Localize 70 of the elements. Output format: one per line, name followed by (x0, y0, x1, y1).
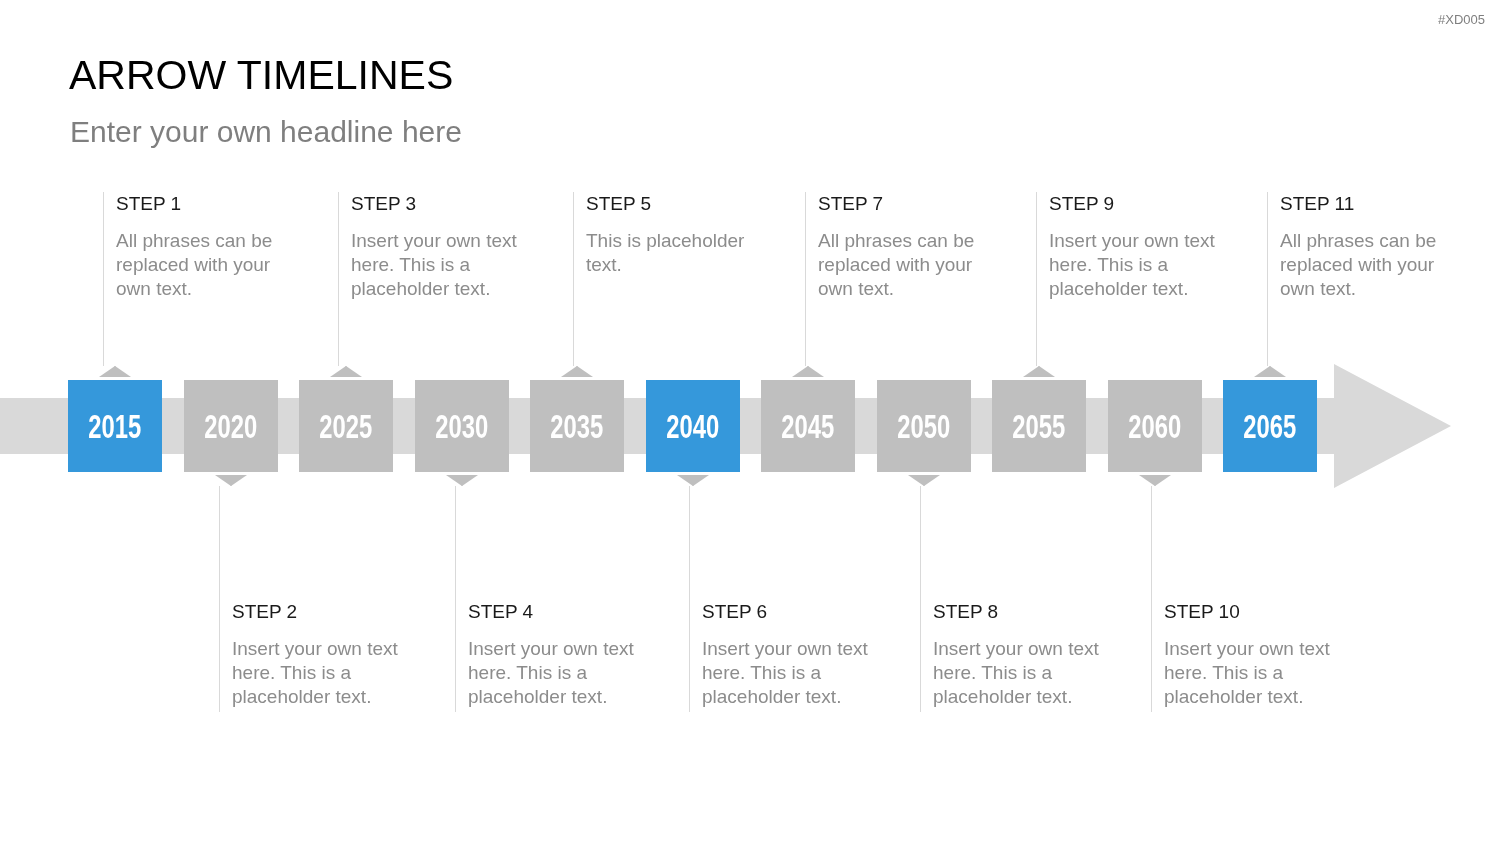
pointer-arrow (99, 365, 131, 378)
step-heading: STEP 1 (116, 192, 182, 216)
pointer-arrow (1254, 365, 1286, 378)
year-label: 2035 (550, 409, 604, 443)
year-box (299, 380, 393, 472)
step-heading: STEP 2 (232, 600, 298, 624)
year-label: 2025 (319, 409, 373, 443)
step-description: All phrases can be replaced with your own text. (116, 229, 274, 301)
step-heading: STEP 4 (468, 600, 534, 624)
timeline-arrow (624, 398, 646, 454)
step-description: Insert your own text here. This is a placeholder text. (1164, 637, 1331, 709)
timeline-arrow (740, 398, 761, 454)
timeline-arrow (1202, 398, 1223, 454)
timeline-arrow (162, 398, 184, 454)
year-box (415, 380, 509, 472)
year-label: 2050 (897, 409, 951, 443)
timeline-arrow (278, 398, 299, 454)
year-label: 2030 (435, 409, 489, 443)
pointer-arrow (561, 365, 593, 378)
year-box (877, 380, 971, 472)
year-label: 2015 (88, 409, 142, 443)
year-label: 2045 (781, 409, 835, 443)
step-description: Insert your own text here. This is a placeholder text. (468, 637, 635, 709)
year-box (646, 380, 740, 472)
year-box (761, 380, 855, 472)
slide-code: #XD005 (1438, 13, 1485, 26)
pointer-arrow (1023, 365, 1055, 378)
timeline-arrow (509, 398, 530, 454)
timeline-arrow (0, 398, 68, 454)
step-description: Insert your own text here. This is a placeholder text. (232, 637, 399, 709)
step-description: All phrases can be replaced with your own text. (1280, 229, 1438, 301)
year-label: 2065 (1243, 409, 1297, 443)
year-label: 2020 (204, 409, 258, 443)
step-description: This is placeholder text. (586, 229, 746, 277)
pointer-arrow (908, 474, 940, 487)
year-box (68, 380, 162, 472)
step-heading: STEP 7 (818, 192, 884, 216)
step-heading: STEP 10 (1164, 600, 1240, 624)
year-box (184, 380, 278, 472)
step-heading: STEP 3 (351, 192, 417, 216)
year-label: 2060 (1128, 409, 1182, 443)
pointer-arrow (1139, 474, 1171, 487)
step-description: Insert your own text here. This is a placeholder text. (933, 637, 1100, 709)
step-description: Insert your own text here. This is a placeholder text. (1049, 229, 1216, 301)
year-label: 2055 (1012, 409, 1066, 443)
step-description: Insert your own text here. This is a placeholder text. (351, 229, 518, 301)
year-box (1223, 380, 1317, 472)
step-heading: STEP 5 (586, 192, 652, 216)
year-label: 2040 (666, 409, 720, 443)
timeline-arrow (1086, 398, 1108, 454)
step-heading: STEP 8 (933, 600, 999, 624)
year-box (992, 380, 1086, 472)
year-box (530, 380, 624, 472)
timeline-arrow (1317, 364, 1451, 488)
step-description: Insert your own text here. This is a placeholder text. (702, 637, 869, 709)
pointer-arrow (330, 365, 362, 378)
step-heading: STEP 11 (1280, 192, 1355, 216)
slide-title: ARROW TIMELINES (69, 55, 454, 96)
timeline-arrow (971, 398, 992, 454)
pointer-arrow (215, 474, 247, 487)
slide-subtitle: Enter your own headline here (70, 117, 462, 147)
step-description: All phrases can be replaced with your own text. (818, 229, 976, 301)
year-box (1108, 380, 1202, 472)
timeline-arrow (855, 398, 877, 454)
pointer-arrow (677, 474, 709, 487)
step-heading: STEP 6 (702, 600, 768, 624)
pointer-arrow (792, 365, 824, 378)
step-heading: STEP 9 (1049, 192, 1115, 216)
pointer-arrow (446, 474, 478, 487)
timeline-arrow (393, 398, 415, 454)
